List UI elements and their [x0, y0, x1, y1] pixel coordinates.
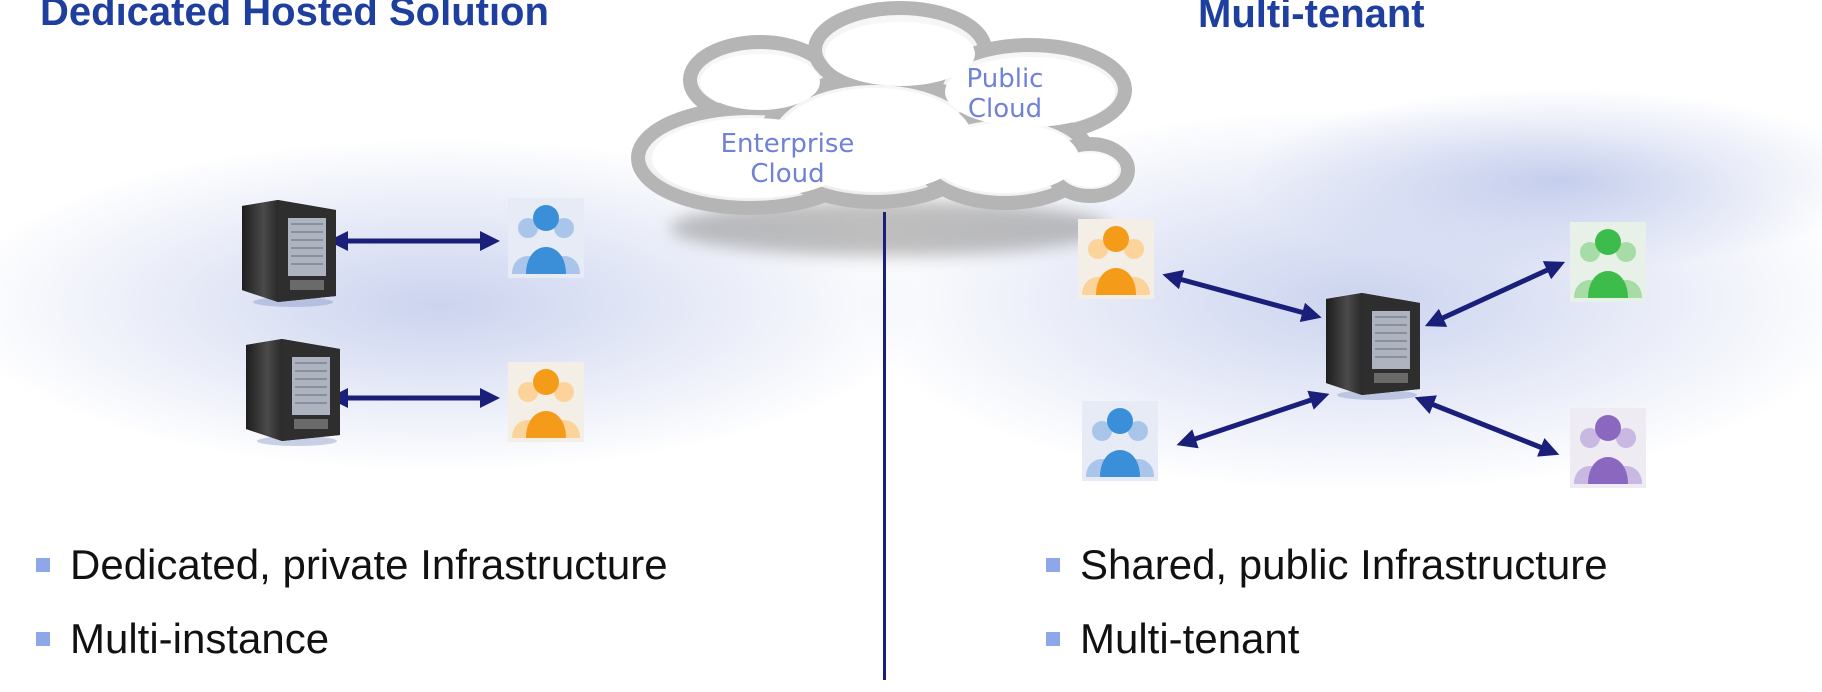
- bullet-marker: [1046, 632, 1060, 646]
- arrow-blue-server: [1176, 390, 1330, 449]
- list-item: Multi-instance: [36, 618, 668, 660]
- bullet-marker: [36, 558, 50, 572]
- list-item: Multi-tenant: [1046, 618, 1608, 660]
- bullet-marker: [36, 632, 50, 646]
- arrow-purple-server: [1414, 395, 1560, 457]
- enterprise-cloud-label: Enterprise Cloud: [720, 129, 855, 189]
- right-haze-top: [1250, 90, 1822, 270]
- list-item: Shared, public Infrastructure: [1046, 544, 1608, 586]
- user-group-icon-blue-right: [1082, 401, 1158, 481]
- server-icon-shared: [1326, 293, 1420, 400]
- server-icon-left-2: [246, 339, 340, 446]
- multi-tenant-heading: Multi-tenant: [1198, 0, 1425, 36]
- user-group-icon-blue-left: [508, 198, 584, 278]
- arrow-green-server: [1424, 261, 1566, 327]
- user-group-icon-orange-right: [1078, 219, 1154, 299]
- bullet-marker: [1046, 558, 1060, 572]
- user-group-icon-green: [1570, 222, 1646, 302]
- user-group-icon-purple: [1570, 408, 1646, 488]
- left-bullet-list: Dedicated, private Infrastructure Multi-…: [36, 544, 668, 692]
- arrow-orange-server: [1162, 269, 1322, 323]
- user-group-icon-orange-left: [508, 362, 584, 442]
- server-icon-left-1: [242, 200, 336, 307]
- public-cloud-label: Public Cloud: [966, 64, 1044, 124]
- right-bullet-list: Shared, public Infrastructure Multi-tena…: [1046, 544, 1608, 692]
- vertical-divider: [883, 212, 886, 680]
- list-item: Dedicated, private Infrastructure: [36, 544, 668, 586]
- dedicated-hosted-heading: Dedicated Hosted Solution: [40, 0, 549, 34]
